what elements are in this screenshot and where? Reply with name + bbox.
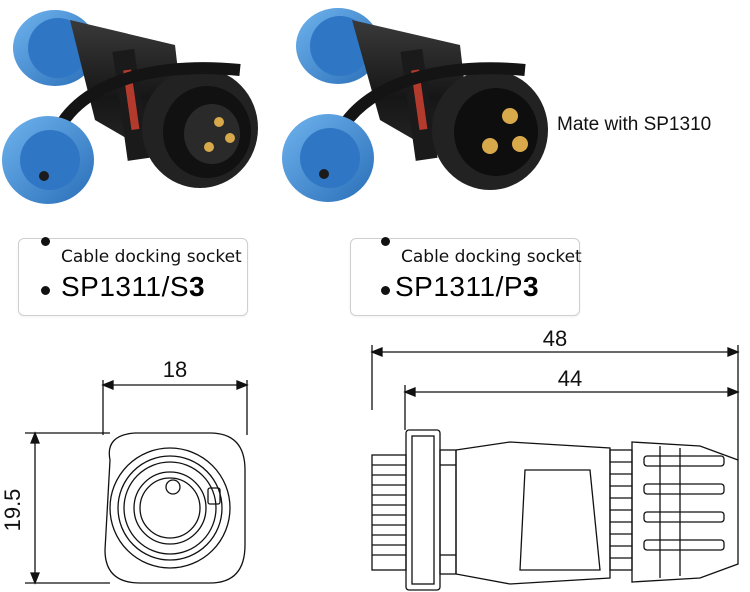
socket-model-prefix: SP1311/S — [61, 271, 190, 302]
side-total-length-label: 48 — [543, 326, 567, 351]
front-view-drawing: 18 19.5 — [0, 357, 249, 585]
mate-with-text: Mate with SP1310 — [557, 114, 712, 135]
side-body-length-label: 44 — [558, 366, 582, 391]
socket-model-suffix: 3 — [189, 271, 206, 302]
plug-model-suffix: 3 — [523, 271, 540, 302]
plug-model-prefix: SP1311/P — [395, 271, 524, 302]
socket-model: SP1311/S3 — [61, 271, 205, 303]
bullet-dot — [381, 237, 390, 246]
plug-caption: Cable docking socket — [401, 247, 582, 267]
bullet-dot — [381, 286, 390, 295]
plug-label-card: Cable docking socket SP1311/P3 — [350, 237, 582, 316]
plug-model: SP1311/P3 — [395, 271, 539, 303]
side-view-drawing: 48 44 — [370, 326, 740, 591]
bullet-dot — [41, 237, 50, 246]
socket-connector-illustration — [2, 10, 258, 204]
bullet-dot — [41, 286, 50, 295]
front-width-label: 18 — [163, 357, 187, 382]
socket-caption: Cable docking socket — [61, 247, 242, 267]
socket-label-card: Cable docking socket SP1311/S3 — [18, 237, 248, 316]
plug-connector-illustration — [282, 8, 548, 202]
front-height-label: 19.5 — [0, 489, 25, 532]
